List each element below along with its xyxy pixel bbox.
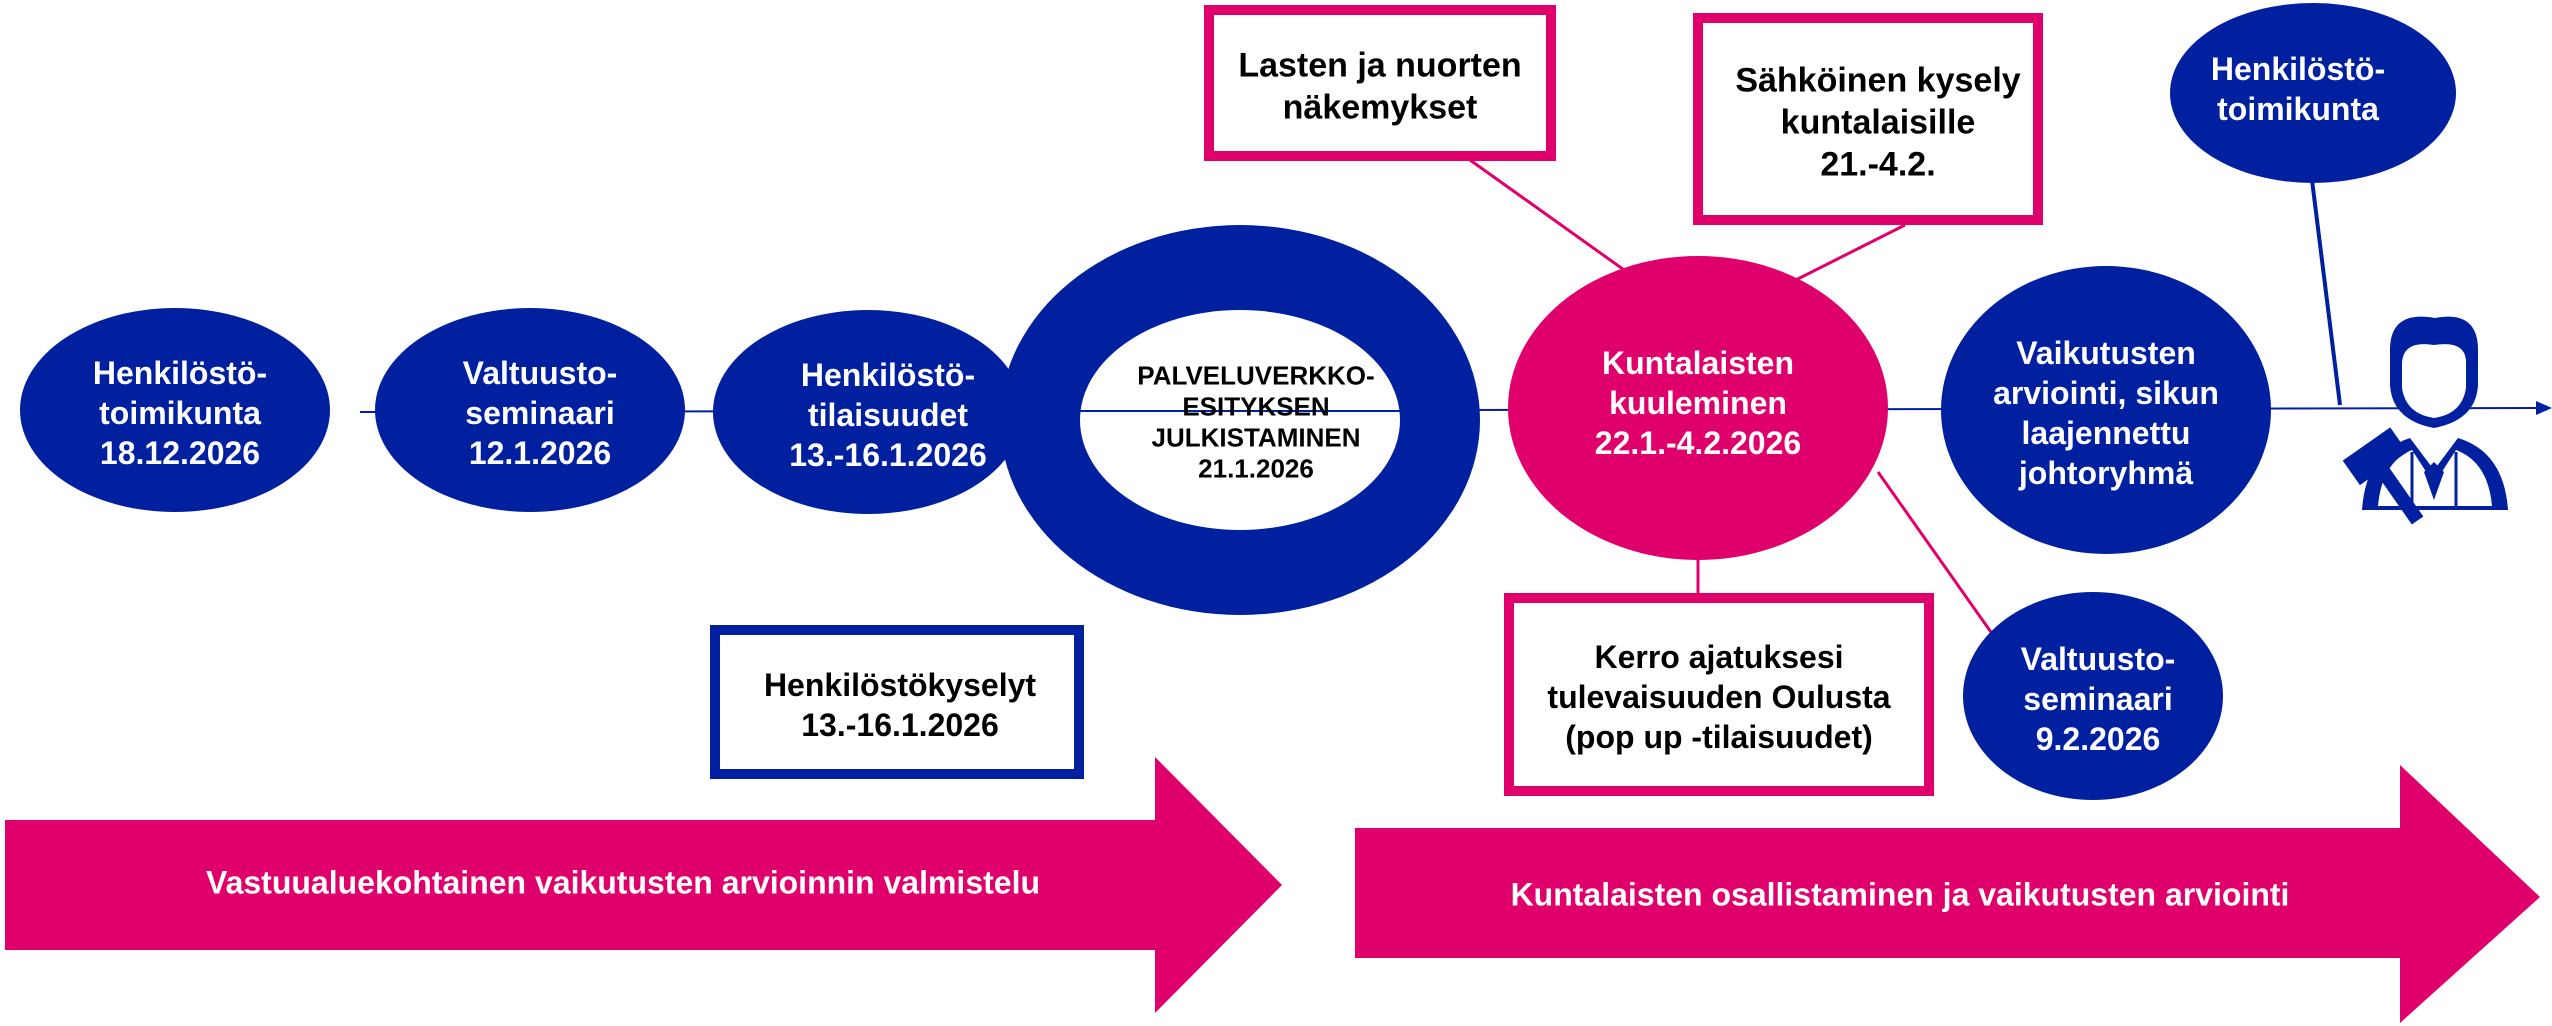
timeline.2-line-2: tilaisuudet [808, 397, 968, 433]
event-henkilosto-toimikunta-2 [2170, 3, 2456, 183]
arrow-osallistaminen-label: Kuntalaisten osallistaminen ja vaikutust… [1511, 876, 2290, 912]
boxes.2-line-1: Sähköinen kysely [1735, 62, 2020, 100]
timeline.4-line-1: Kuntalaisten [1602, 345, 1794, 381]
event-valtuustoseminaari-2 [1963, 592, 2223, 800]
connector-e7-judge [2310, 179, 2342, 406]
timeline.3-line-4: 21.1.2026 [1198, 453, 1314, 483]
timeline.7-line-1: Valtuusto- [2021, 641, 2176, 677]
timeline.4-line-2: kuuleminen [1609, 385, 1787, 421]
timeline-arrowhead [2536, 401, 2552, 415]
arrow-osallistaminen [1355, 765, 2540, 1023]
timeline.5-line-1: Vaikutusten [2016, 335, 2196, 371]
judge-icon [2342, 316, 2508, 525]
event-julkistaminen-inner [1080, 310, 1400, 530]
boxes.2-line-2: kuntalaisille [1781, 104, 1976, 142]
timeline.7-line-3: 9.2.2026 [2036, 721, 2161, 757]
boxes.0-line-1: Henkilöstökyselyt [764, 667, 1036, 703]
timeline.4-line-3: 22.1.-4.2.2026 [1595, 425, 1801, 461]
boxes.3-line-1: Kerro ajatuksesi [1594, 639, 1843, 675]
boxes.1-line-1: Lasten ja nuorten [1238, 47, 1521, 85]
timeline.2-line-3: 13.-16.1.2026 [789, 437, 987, 473]
box-kerro-ajatuksesi [1504, 593, 1934, 796]
event-valtuustoseminaari-1-label: Valtuusto-seminaari 12.1.2026 [463, 355, 618, 471]
box-lasten-ja-nuorten [1204, 5, 1556, 161]
timeline.7-line-2: seminaari [2023, 681, 2172, 717]
event-valtuustoseminaari-1 [375, 308, 685, 512]
event-henkilosto-toimikunta-2-label: Henkilöstö-toimikunta [2211, 51, 2385, 127]
timeline.3-line-1: PALVELUVERKKO- [1137, 360, 1374, 390]
boxes.0-line-2: 13.-16.1.2026 [801, 707, 999, 743]
box-henkilostokyselyt [710, 625, 1084, 779]
timeline.3-line-2: ESITYKSEN [1182, 391, 1329, 421]
timeline.0-line-3: 18.12.2026 [100, 435, 260, 471]
box-sahkoinen-kysely [1693, 13, 2043, 225]
timeline.6-line-1: Henkilöstö- [2211, 51, 2385, 87]
boxes.2-line-3: 21.-4.2. [1820, 146, 1935, 184]
box-henkilostokyselyt-label: Henkilöstökyselyt 13.-16.1.2026 [764, 667, 1036, 743]
event-vaikutusten-arviointi [1941, 266, 2271, 554]
event-kuntalaisten-kuuleminen-label: Kuntalaisten kuuleminen 22.1.-4.2.2026 [1595, 345, 1801, 461]
timeline.0-line-2: toimikunta [99, 395, 261, 431]
timeline.6-line-2: toimikunta [2217, 91, 2379, 127]
boxes.3-line-2: tulevaisuuden Oulusta [1547, 679, 1890, 715]
timeline.5-line-2: arviointi, sikun [1993, 375, 2219, 411]
event-henkilosto-tilaisuudet-label: Henkilöstö-tilaisuudet 13.-16.1.2026 [789, 357, 987, 473]
timeline.5-line-3: laajennettu [2022, 415, 2191, 451]
event-valtuustoseminaari-2-label: Valtuusto-seminaari 9.2.2026 [2021, 641, 2176, 757]
event-vaikutusten-arviointi-label: Vaikutusten arviointi, sikun laajennettu jo… [1993, 335, 2219, 491]
timeline.5-line-4: johtoryhmä [2018, 455, 2193, 491]
boxes.3-line-3: (pop up -tilaisuudet) [1565, 719, 1873, 755]
arrow-valmistelu [5, 757, 1282, 1013]
event-henkilosto-toimikunta-1 [20, 308, 330, 512]
timeline.2-line-1: Henkilöstö- [801, 357, 975, 393]
timeline.3-line-3: JULKISTAMINEN [1152, 422, 1361, 452]
timeline.1-line-1: Valtuusto- [463, 355, 618, 391]
event-henkilosto-tilaisuudet [713, 310, 1023, 514]
event-kuntalaisten-kuuleminen [1508, 256, 1888, 560]
box-lasten-ja-nuorten-label: Lasten ja nuorten näkemykset [1238, 47, 1521, 127]
timeline.0-line-1: Henkilöstö- [93, 355, 267, 391]
connector-e5-e8 [1876, 471, 1995, 636]
boxes.1-line-2: näkemykset [1283, 89, 1478, 127]
event-henkilosto-toimikunta-1-label: Henkilöstö-toimikunta 18.12.2026 [93, 355, 267, 471]
box-kerro-ajatuksesi-label: Kerro ajatuksesi tulevaisuuden Oulusta (po… [1547, 639, 1890, 755]
timeline.1-line-3: 12.1.2026 [469, 435, 611, 471]
arrow-valmistelu-label: Vastuualuekohtainen vaikutusten arvioinn… [206, 864, 1040, 900]
timeline.1-line-2: seminaari [465, 395, 614, 431]
box-sahkoinen-kysely-label: Sähköinen kysely kuntalaisille 21.-4.2. [1735, 62, 2020, 184]
